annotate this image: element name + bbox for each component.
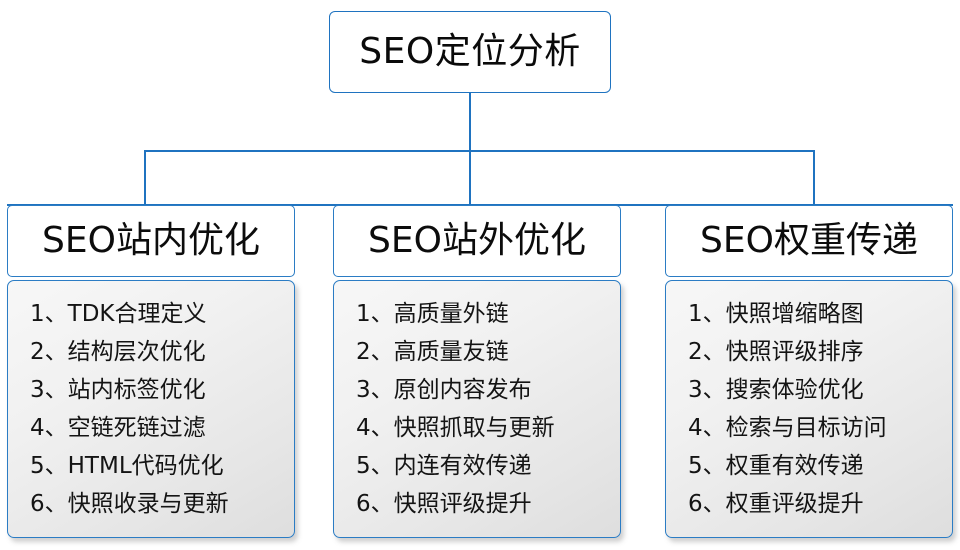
list-item-number: 5、 (356, 453, 394, 479)
list-item-text: TDK合理定义 (67, 301, 207, 327)
column-body-3: 1、 快照增缩略图 2、 快照评级排序 3、 搜索体验优化 4、 检索与目标访问… (665, 280, 953, 538)
list-item-text: 快照抓取与更新 (393, 415, 555, 441)
list-item-text: 快照评级提升 (393, 491, 532, 517)
list-item-number: 1、 (30, 301, 68, 327)
column-body-1: 1、 TDK合理定义 2、 结构层次优化 3、 站内标签优化 4、 空链死链过滤… (7, 280, 295, 538)
list-item: 6、 快照收录与更新 (30, 485, 294, 523)
column-seo-weight-transfer: SEO权重传递 1、 快照增缩略图 2、 快照评级排序 3、 搜索体验优化 4、 (665, 205, 953, 538)
list-item: 5、 HTML代码优化 (30, 447, 294, 485)
list-item: 6、 快照评级提升 (356, 485, 620, 523)
root-node-label: SEO定位分析 (359, 31, 581, 72)
list-item: 3、 搜索体验优化 (688, 371, 952, 409)
item-list-3: 1、 快照增缩略图 2、 快照评级排序 3、 搜索体验优化 4、 检索与目标访问… (666, 295, 952, 523)
list-item-text: 搜索体验优化 (725, 377, 864, 403)
list-item-text: 检索与目标访问 (725, 415, 887, 441)
list-item-number: 6、 (688, 491, 726, 517)
list-item-number: 5、 (30, 453, 68, 479)
connector-branch-middle (469, 150, 471, 205)
list-item: 5、 权重有效传递 (688, 447, 952, 485)
list-item-number: 3、 (688, 377, 726, 403)
list-item-text: 内连有效传递 (393, 453, 532, 479)
list-item-number: 3、 (356, 377, 394, 403)
root-node: SEO定位分析 (329, 11, 611, 93)
list-item-number: 1、 (356, 301, 394, 327)
list-item-text: 空链死链过滤 (67, 415, 206, 441)
list-item: 5、 内连有效传递 (356, 447, 620, 485)
connector-branch-left (144, 150, 146, 205)
list-item-text: 原创内容发布 (393, 377, 532, 403)
connector-horizontal-bus (144, 150, 815, 152)
column-seo-onsite: SEO站内优化 1、 TDK合理定义 2、 结构层次优化 3、 站内标签优化 4… (7, 205, 295, 538)
list-item: 4、 检索与目标访问 (688, 409, 952, 447)
list-item: 2、 高质量友链 (356, 333, 620, 371)
list-item: 4、 快照抓取与更新 (356, 409, 620, 447)
list-item-number: 1、 (688, 301, 726, 327)
list-item: 2、 快照评级排序 (688, 333, 952, 371)
list-item-text: 站内标签优化 (67, 377, 206, 403)
list-item-text: 快照评级排序 (725, 339, 864, 365)
list-item-text: 权重评级提升 (725, 491, 864, 517)
list-item-number: 2、 (356, 339, 394, 365)
list-item: 1、 TDK合理定义 (30, 295, 294, 333)
list-item-text: 快照收录与更新 (67, 491, 229, 517)
list-item: 2、 结构层次优化 (30, 333, 294, 371)
list-item-number: 5、 (688, 453, 726, 479)
list-item-number: 4、 (30, 415, 68, 441)
list-item: 3、 原创内容发布 (356, 371, 620, 409)
list-item-text: 高质量友链 (393, 339, 509, 365)
list-item-text: 结构层次优化 (67, 339, 206, 365)
list-item-number: 6、 (30, 491, 68, 517)
list-item-text: 高质量外链 (393, 301, 509, 327)
list-item-number: 2、 (688, 339, 726, 365)
list-item-text: HTML代码优化 (67, 453, 224, 479)
column-header-3: SEO权重传递 (665, 205, 953, 277)
column-header-1: SEO站内优化 (7, 205, 295, 277)
list-item: 6、 权重评级提升 (688, 485, 952, 523)
connector-branch-right (813, 150, 815, 205)
list-item-text: 快照增缩略图 (725, 301, 864, 327)
column-header-label-3: SEO权重传递 (700, 220, 918, 261)
list-item-number: 2、 (30, 339, 68, 365)
list-item: 4、 空链死链过滤 (30, 409, 294, 447)
item-list-1: 1、 TDK合理定义 2、 结构层次优化 3、 站内标签优化 4、 空链死链过滤… (8, 295, 294, 523)
list-item: 1、 快照增缩略图 (688, 295, 952, 333)
list-item-number: 6、 (356, 491, 394, 517)
list-item-number: 4、 (356, 415, 394, 441)
list-item: 1、 高质量外链 (356, 295, 620, 333)
list-item-number: 4、 (688, 415, 726, 441)
column-header-2: SEO站外优化 (333, 205, 621, 277)
list-item-number: 3、 (30, 377, 68, 403)
list-item: 3、 站内标签优化 (30, 371, 294, 409)
column-header-label-1: SEO站内优化 (42, 220, 260, 261)
connector-root-stem (469, 93, 471, 151)
item-list-2: 1、 高质量外链 2、 高质量友链 3、 原创内容发布 4、 快照抓取与更新 5… (334, 295, 620, 523)
column-header-label-2: SEO站外优化 (368, 220, 586, 261)
list-item-text: 权重有效传递 (725, 453, 864, 479)
column-body-2: 1、 高质量外链 2、 高质量友链 3、 原创内容发布 4、 快照抓取与更新 5… (333, 280, 621, 538)
column-seo-offsite: SEO站外优化 1、 高质量外链 2、 高质量友链 3、 原创内容发布 4、 快 (333, 205, 621, 538)
